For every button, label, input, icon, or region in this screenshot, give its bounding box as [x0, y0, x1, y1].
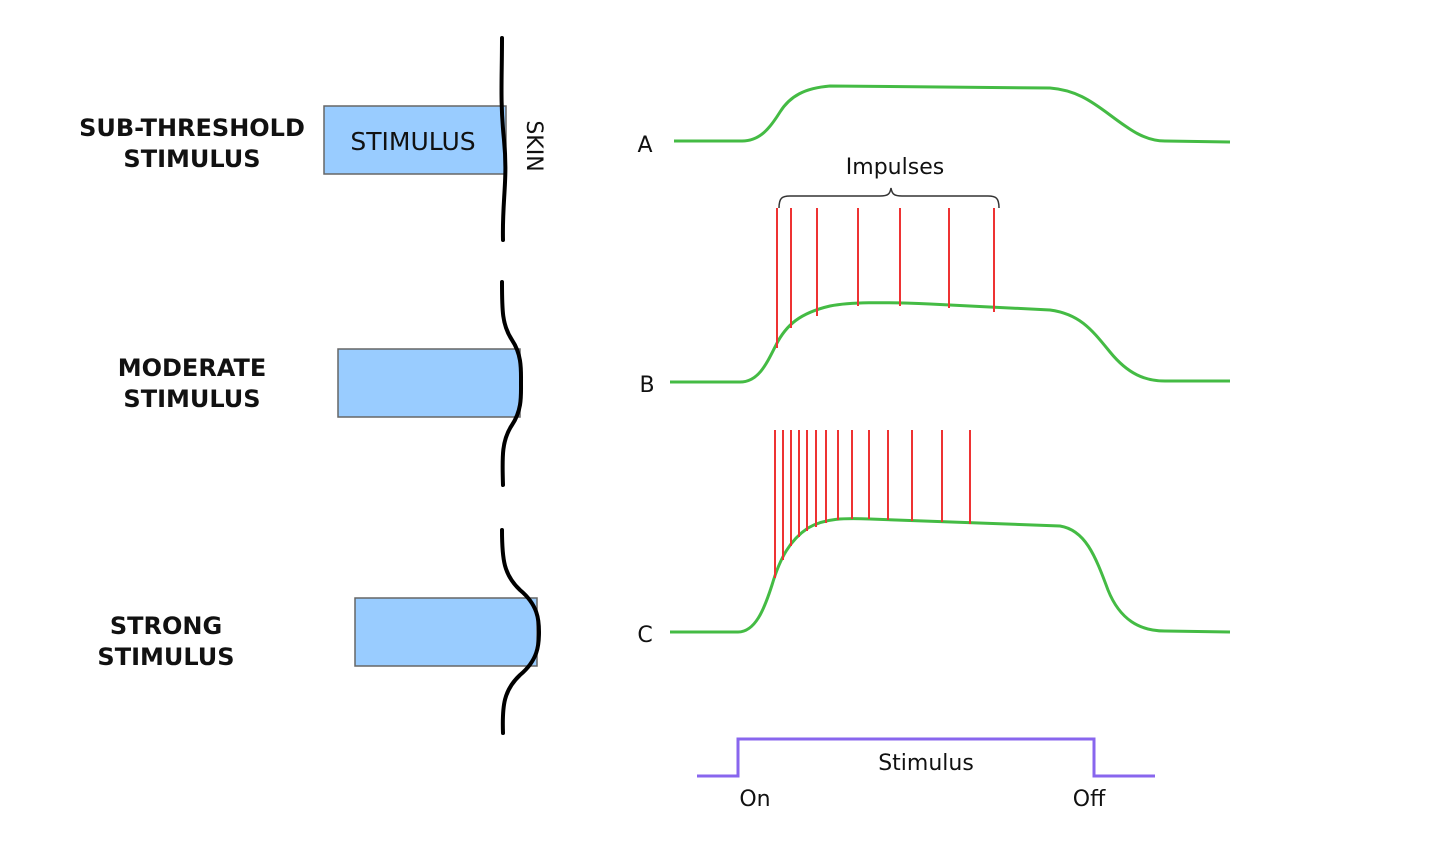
- row1-label-line2: STIMULUS: [123, 145, 260, 173]
- stimulus-label: Stimulus: [878, 751, 974, 776]
- trace-label-c: C: [637, 623, 652, 648]
- stimulus-trace: [697, 737, 1155, 778]
- impulse-group-c: [774, 430, 971, 578]
- trace-label-b: B: [639, 373, 654, 398]
- skin-label: SKIN: [521, 120, 546, 171]
- off-label: Off: [1073, 787, 1106, 812]
- receptor-trace-c: [670, 517, 1231, 634]
- row3-label-line1: STRONG: [110, 612, 222, 640]
- skin-line-row2: [500, 280, 524, 487]
- stimulus-box-subthreshold: [323, 105, 507, 175]
- row1-label-line1: SUB-THRESHOLD: [79, 114, 305, 142]
- stimulus-box-text: STIMULUS: [350, 127, 475, 156]
- on-label: On: [739, 787, 770, 812]
- stimulus-box-moderate: [337, 348, 521, 418]
- row2-label-line1: MODERATE: [118, 354, 267, 382]
- stimulus-box-strong: [354, 597, 538, 667]
- impulses-brace: [778, 187, 1000, 209]
- impulse-group-b: [776, 208, 995, 348]
- receptor-trace-a: [674, 84, 1231, 144]
- receptor-trace-b: [670, 301, 1230, 384]
- impulses-label: Impulses: [846, 155, 944, 180]
- row3-label-line2: STIMULUS: [97, 643, 234, 671]
- row2-label-line2: STIMULUS: [123, 385, 260, 413]
- trace-label-a: A: [637, 133, 652, 158]
- skin-line-row1: [499, 36, 508, 242]
- skin-line-row3: [500, 528, 542, 735]
